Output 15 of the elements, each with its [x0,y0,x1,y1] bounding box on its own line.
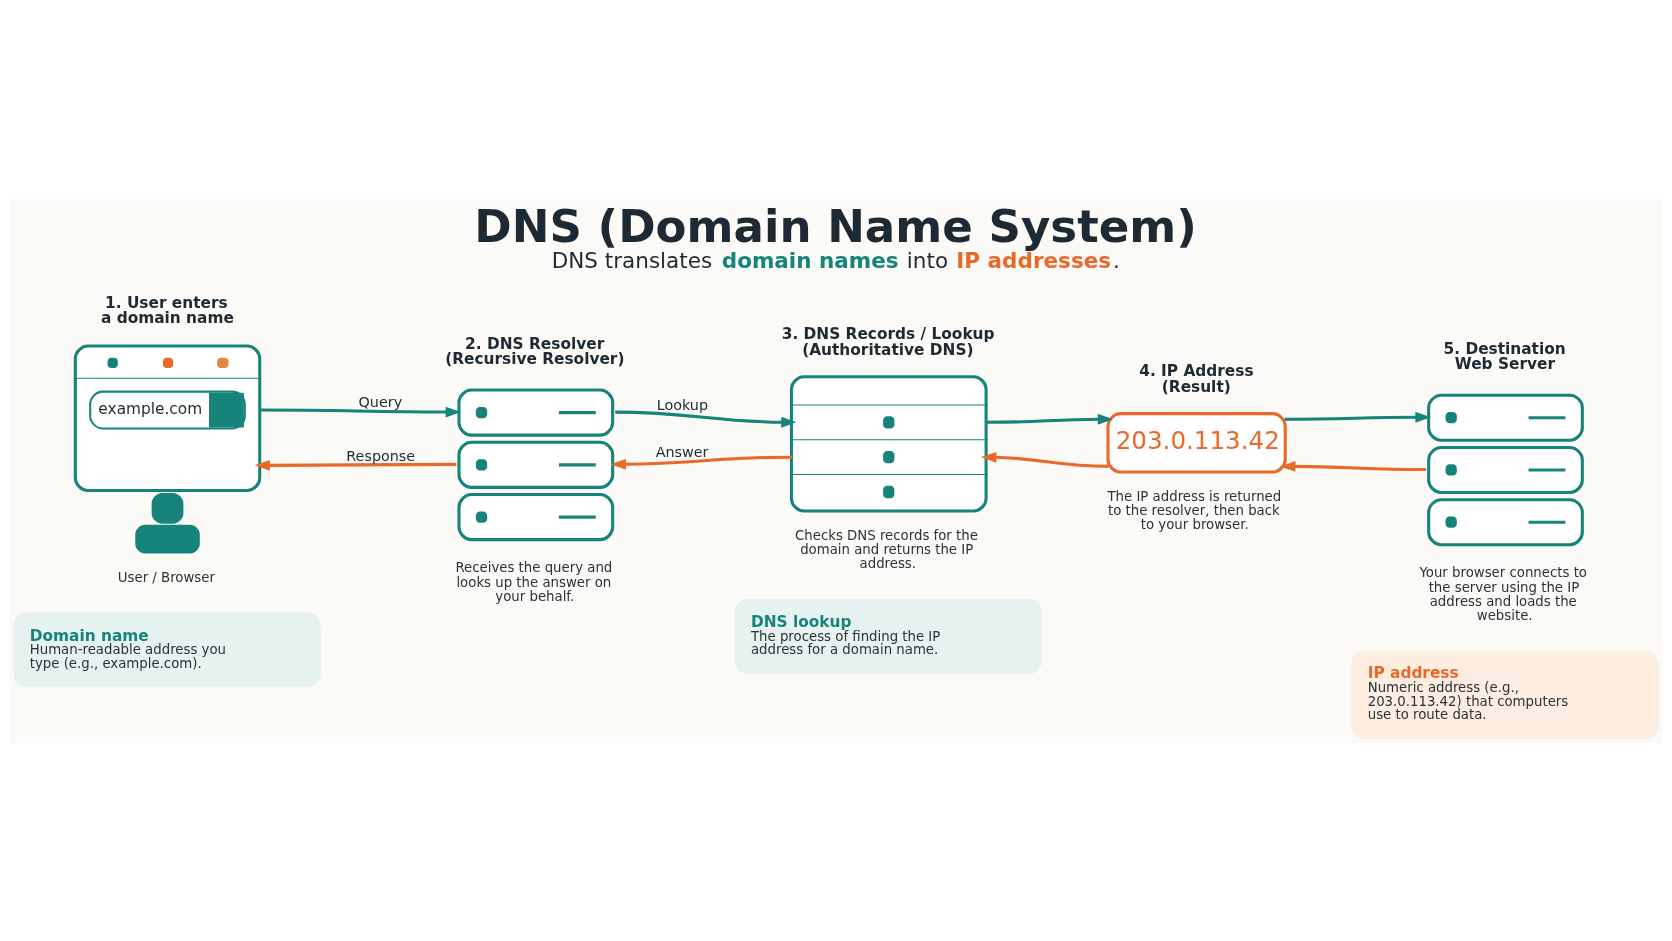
edge-label: Response [346,447,416,464]
node-label: 4. IP Address (Result) [1139,361,1254,396]
edge-label: Answer [655,443,709,460]
node-label: 1. User enters a domain name [100,293,234,327]
edge-label: Query [358,393,403,410]
node-label: Your browser connects to the server using the IP address and loads the website. [1419,564,1587,623]
node-label: 2. DNS Resolver (Recursive Resolver) [445,334,625,368]
node-label: User / Browser [117,569,215,585]
node-label: 3. DNS Records / Lookup (Authoritative DNS) [781,324,995,359]
node-label: Receives the query and looks up the answer on your behalf. [455,559,613,604]
edge-label: Lookup [656,396,709,413]
diagram-title: DNS (Domain Name System) [474,199,1197,253]
node-label: The IP address is returned to the resolver, then back to your browser. [1107,488,1282,532]
node-label: 5. Destination Web Server [1443,339,1566,373]
node-label: Checks DNS records for the domain and returns the IP address. [795,527,978,571]
